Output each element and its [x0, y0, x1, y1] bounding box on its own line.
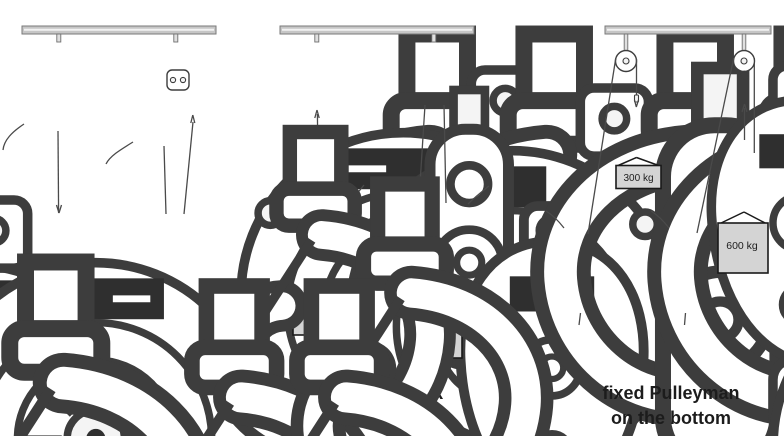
beam-hanger [314, 33, 320, 43]
caption-fixed-pulleyman-bottom-line1: fixed Pulleyman [602, 383, 739, 403]
pulley-hub [622, 57, 630, 65]
weight-box [717, 222, 769, 274]
wire-clamp [633, 94, 640, 103]
suspension-yoke [166, 69, 190, 91]
wire-rope [683, 312, 687, 326]
wire-rope [587, 57, 617, 235]
caption-fixed-pulleyman-bottom-line2: on the bottom [611, 408, 731, 428]
weight-600kg: 600 kg [717, 211, 769, 274]
weight-label: 300 kg [623, 173, 653, 184]
beam-hanger [56, 33, 62, 43]
beam-hanger [173, 33, 179, 43]
wire-rope [696, 57, 735, 234]
weight-box [615, 164, 662, 190]
group-fixed-pulleyman-bottom: 300 kg 600 kg fixed Pulleyman on the bot… [145, 25, 784, 436]
control-cable [2, 123, 25, 151]
wire-rope [443, 104, 447, 204]
pulley-hub [740, 57, 748, 65]
control-cable [467, 185, 490, 205]
weight-300kg: 300 kg [615, 156, 662, 190]
weight-label: 600 kg [726, 240, 758, 252]
weight-sling [718, 211, 768, 225]
wire-rope [163, 145, 167, 215]
wire-splice [314, 109, 320, 119]
beam-hanger [431, 33, 437, 43]
weight-sling [616, 156, 661, 167]
wire-splice [190, 114, 196, 124]
yoke-hole [169, 76, 177, 84]
wire-splice [633, 99, 640, 108]
wire-rope [183, 121, 194, 215]
control-cable [545, 210, 565, 229]
shackle-link [740, 70, 749, 80]
yoke-hole [179, 76, 187, 84]
wire-rope [57, 130, 60, 214]
control-cable [650, 210, 670, 229]
wire-splice [55, 204, 63, 214]
wire-splice [741, 103, 748, 113]
wire-rope [578, 312, 582, 326]
control-cable [105, 141, 134, 165]
